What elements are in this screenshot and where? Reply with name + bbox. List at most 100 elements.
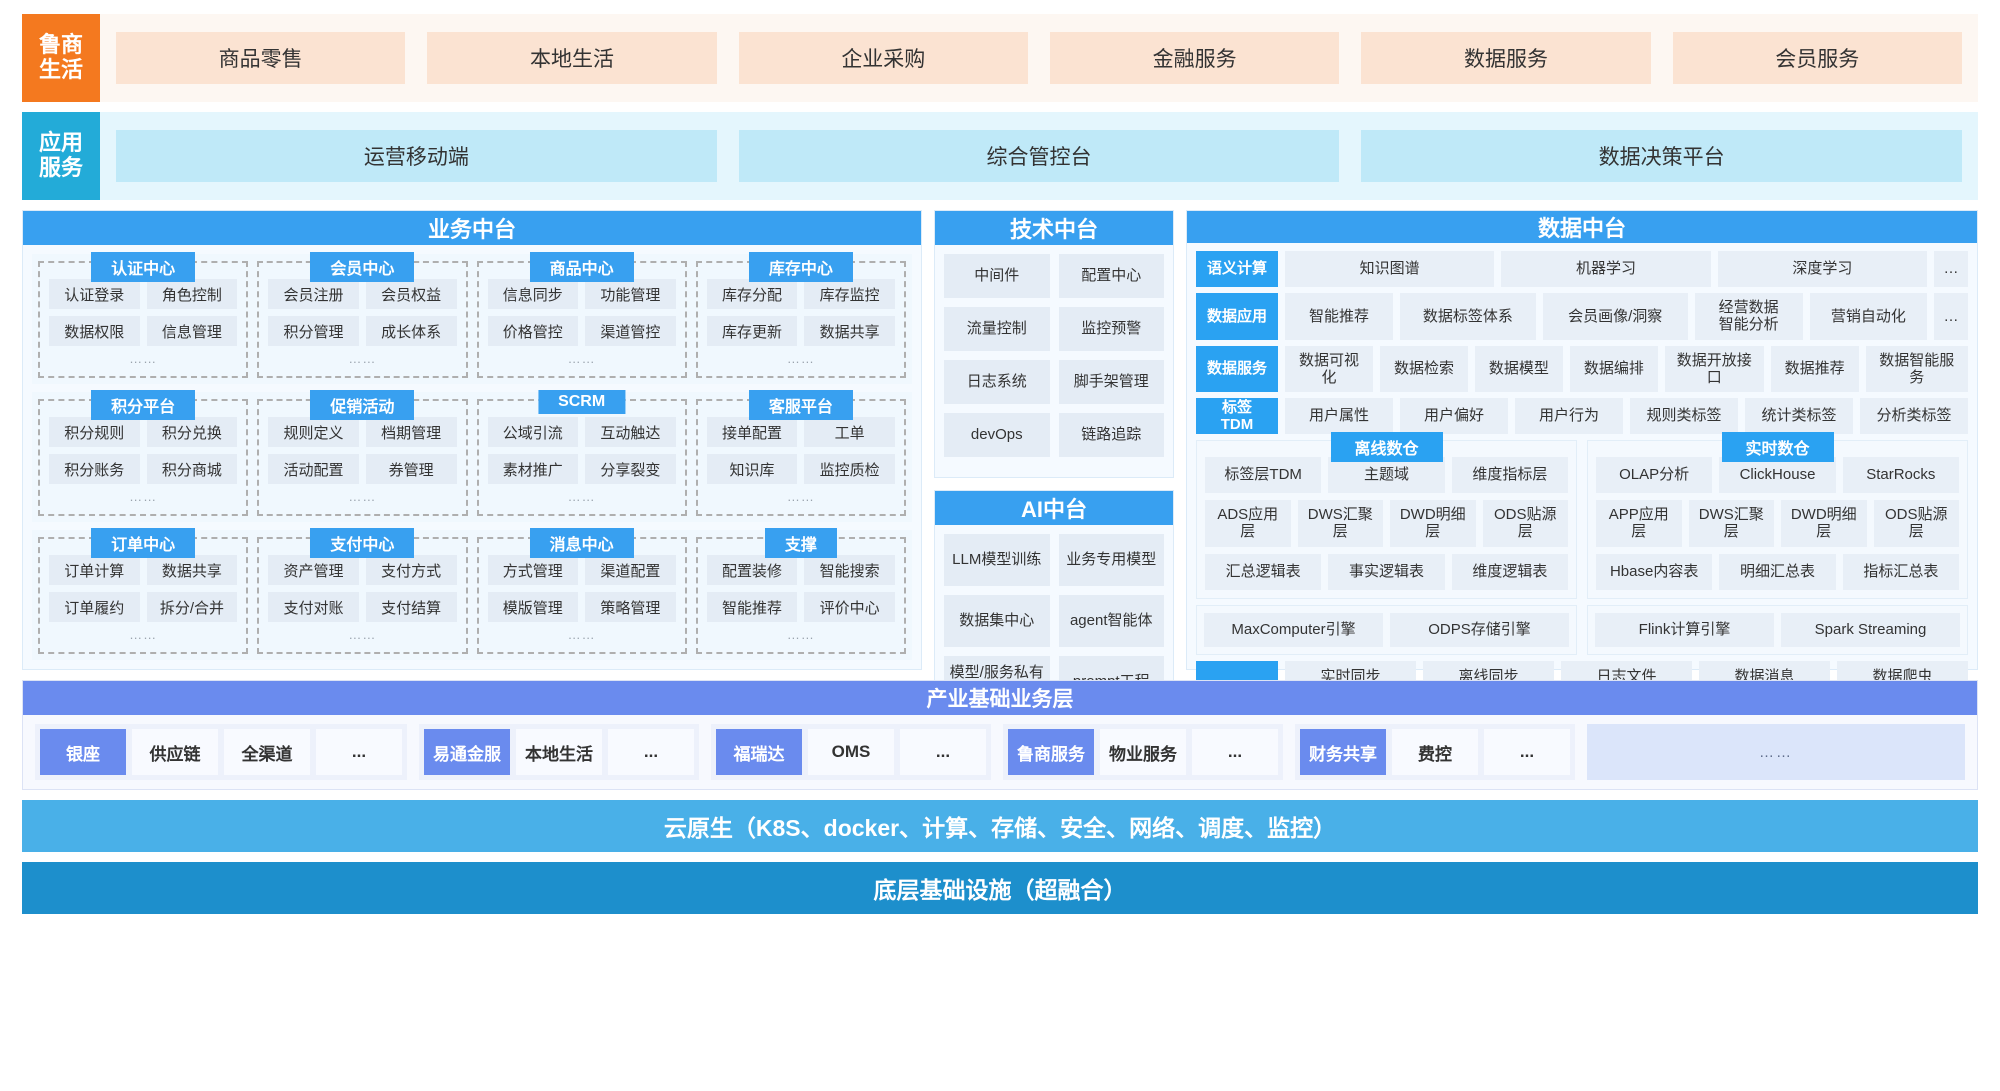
industry-group-head[interactable]: 鲁商服务 [1008, 729, 1094, 775]
chip[interactable]: 库存分配 [706, 279, 798, 309]
industry-item[interactable]: ... [316, 729, 402, 775]
chip[interactable]: OLAP分析 [1596, 457, 1713, 493]
chip[interactable]: 评价中心 [804, 592, 895, 622]
chip[interactable]: 用户属性 [1285, 398, 1393, 434]
chip[interactable]: 信息管理 [146, 316, 238, 346]
band-cell[interactable]: 企业采购 [738, 32, 1028, 84]
chip[interactable]: ODS贴源层 [1873, 500, 1959, 547]
industry-item[interactable]: ... [1484, 729, 1570, 775]
chip[interactable]: 支付对账 [268, 592, 359, 622]
dashed-card-scrm[interactable]: SCRM 公域引流 互动触达 素材推广 分享裂变 …… [476, 390, 687, 516]
chip[interactable]: Flink计算引擎 [1595, 612, 1774, 647]
chip[interactable]: devOps [944, 413, 1050, 457]
chip[interactable]: 支付结算 [365, 592, 457, 622]
chip[interactable]: 素材推广 [487, 454, 579, 484]
chip[interactable]: 订单履约 [49, 592, 140, 622]
chip[interactable]: 知识图谱 [1285, 251, 1495, 287]
dashed-card-support[interactable]: 支撑 配置装修 智能搜索 智能推荐 评价中心 …… [695, 528, 906, 654]
industry-item[interactable]: 本地生活 [516, 729, 602, 775]
industry-group-head[interactable]: 银座 [40, 729, 126, 775]
industry-group-head[interactable]: 易通金服 [424, 729, 510, 775]
chip[interactable]: 价格管控 [487, 316, 579, 346]
chip[interactable]: 活动配置 [268, 454, 359, 484]
dashed-card-member-center[interactable]: 会员中心 会员注册 会员权益 积分管理 成长体系 …… [257, 252, 468, 378]
chip[interactable]: 配置中心 [1058, 254, 1164, 298]
chip[interactable]: 互动触达 [585, 417, 676, 447]
chip[interactable]: 数据编排 [1569, 345, 1658, 392]
chip[interactable]: 订单计算 [49, 555, 140, 585]
chip[interactable]: 流量控制 [944, 307, 1050, 351]
chip[interactable]: 统计类标签 [1745, 398, 1853, 434]
band-cell[interactable]: 商品零售 [116, 32, 406, 84]
chip[interactable]: 渠道配置 [585, 555, 676, 585]
chip[interactable]: 智能搜索 [804, 555, 895, 585]
chip[interactable]: 会员权益 [365, 279, 457, 309]
chip[interactable]: 积分规则 [49, 417, 140, 447]
chip[interactable]: 汇总逻辑表 [1205, 553, 1322, 590]
industry-item[interactable]: 费控 [1392, 729, 1478, 775]
chip[interactable]: 库存监控 [804, 279, 895, 309]
dashed-card-promotion[interactable]: 促销活动 规则定义 档期管理 活动配置 券管理 …… [257, 390, 468, 516]
chip[interactable]: 模版管理 [487, 592, 579, 622]
chip[interactable]: Hbase内容表 [1596, 553, 1713, 590]
chip[interactable]: LLM模型训练 [944, 534, 1050, 586]
chip[interactable]: ADS应用层 [1205, 500, 1291, 547]
chip[interactable]: 券管理 [365, 454, 457, 484]
chip[interactable]: 支付方式 [365, 555, 457, 585]
ellipsis-chip[interactable]: … [1933, 251, 1968, 287]
chip[interactable]: DWS汇聚层 [1297, 500, 1383, 547]
industry-item[interactable]: ... [900, 729, 986, 775]
chip[interactable]: 功能管理 [585, 279, 676, 309]
chip[interactable]: 工单 [804, 417, 895, 447]
chip[interactable]: 业务专用模型 [1058, 534, 1164, 586]
chip[interactable]: 数据智能服务 [1865, 345, 1968, 392]
chip[interactable]: 拆分/合并 [146, 592, 238, 622]
chip[interactable]: 标签层TDM [1205, 457, 1322, 493]
dashed-card-product-center[interactable]: 商品中心 信息同步 功能管理 价格管控 渠道管控 …… [476, 252, 687, 378]
chip[interactable]: 维度逻辑表 [1451, 553, 1568, 590]
chip[interactable]: ODS贴源层 [1482, 500, 1568, 547]
industry-item[interactable]: 物业服务 [1100, 729, 1186, 775]
chip[interactable]: 规则定义 [268, 417, 359, 447]
industry-item[interactable]: ... [1192, 729, 1278, 775]
chip[interactable]: DWD明细层 [1390, 500, 1476, 547]
dashed-card-auth-center[interactable]: 认证中心 认证登录 角色控制 数据权限 信息管理 …… [38, 252, 249, 378]
chip[interactable]: 中间件 [944, 254, 1050, 298]
chip[interactable]: 积分商城 [146, 454, 238, 484]
chip[interactable]: 用户行为 [1515, 398, 1623, 434]
band-cell[interactable]: 数据服务 [1361, 32, 1651, 84]
chip[interactable]: 方式管理 [487, 555, 579, 585]
band-cell[interactable]: 运营移动端 [116, 130, 717, 182]
chip[interactable]: 规则类标签 [1630, 398, 1738, 434]
chip[interactable]: APP应用层 [1596, 500, 1682, 547]
band-cell[interactable]: 综合管控台 [738, 130, 1340, 182]
chip[interactable]: ODPS存储引擎 [1390, 612, 1569, 647]
chip[interactable]: 接单配置 [706, 417, 798, 447]
chip[interactable]: 公域引流 [487, 417, 579, 447]
chip[interactable]: 维度指标层 [1451, 457, 1568, 493]
chip[interactable]: 数据检索 [1379, 345, 1468, 392]
chip[interactable]: 配置装修 [706, 555, 798, 585]
chip[interactable]: 营销自动化 [1809, 293, 1927, 340]
chip[interactable]: 分析类标签 [1860, 398, 1968, 434]
chip[interactable]: 监控预警 [1058, 307, 1164, 351]
industry-item[interactable]: OMS [808, 729, 894, 775]
chip[interactable]: 知识库 [706, 454, 798, 484]
chip[interactable]: MaxComputer引擎 [1204, 612, 1383, 647]
chip[interactable]: 智能推荐 [1285, 293, 1394, 340]
dashed-card-customer-service[interactable]: 客服平台 接单配置 工单 知识库 监控质检 …… [695, 390, 906, 516]
band-cell[interactable]: 数据决策平台 [1361, 130, 1963, 182]
chip[interactable]: 经营数据 智能分析 [1694, 293, 1803, 340]
chip[interactable]: 角色控制 [146, 279, 238, 309]
band-cell[interactable]: 金融服务 [1049, 32, 1340, 84]
chip[interactable]: 数据可视化 [1285, 345, 1373, 392]
chip[interactable]: 认证登录 [49, 279, 140, 309]
dashed-card-inventory-center[interactable]: 库存中心 库存分配 库存监控 库存更新 数据共享 …… [695, 252, 906, 378]
chip[interactable]: 资产管理 [268, 555, 359, 585]
chip[interactable]: 积分账务 [49, 454, 140, 484]
industry-item[interactable]: 全渠道 [224, 729, 310, 775]
chip[interactable]: 积分管理 [268, 316, 359, 346]
chip[interactable]: 机器学习 [1501, 251, 1711, 287]
chip[interactable]: 会员画像/洞察 [1542, 293, 1688, 340]
dashed-card-order-center[interactable]: 订单中心 订单计算 数据共享 订单履约 拆分/合并 …… [38, 528, 249, 654]
